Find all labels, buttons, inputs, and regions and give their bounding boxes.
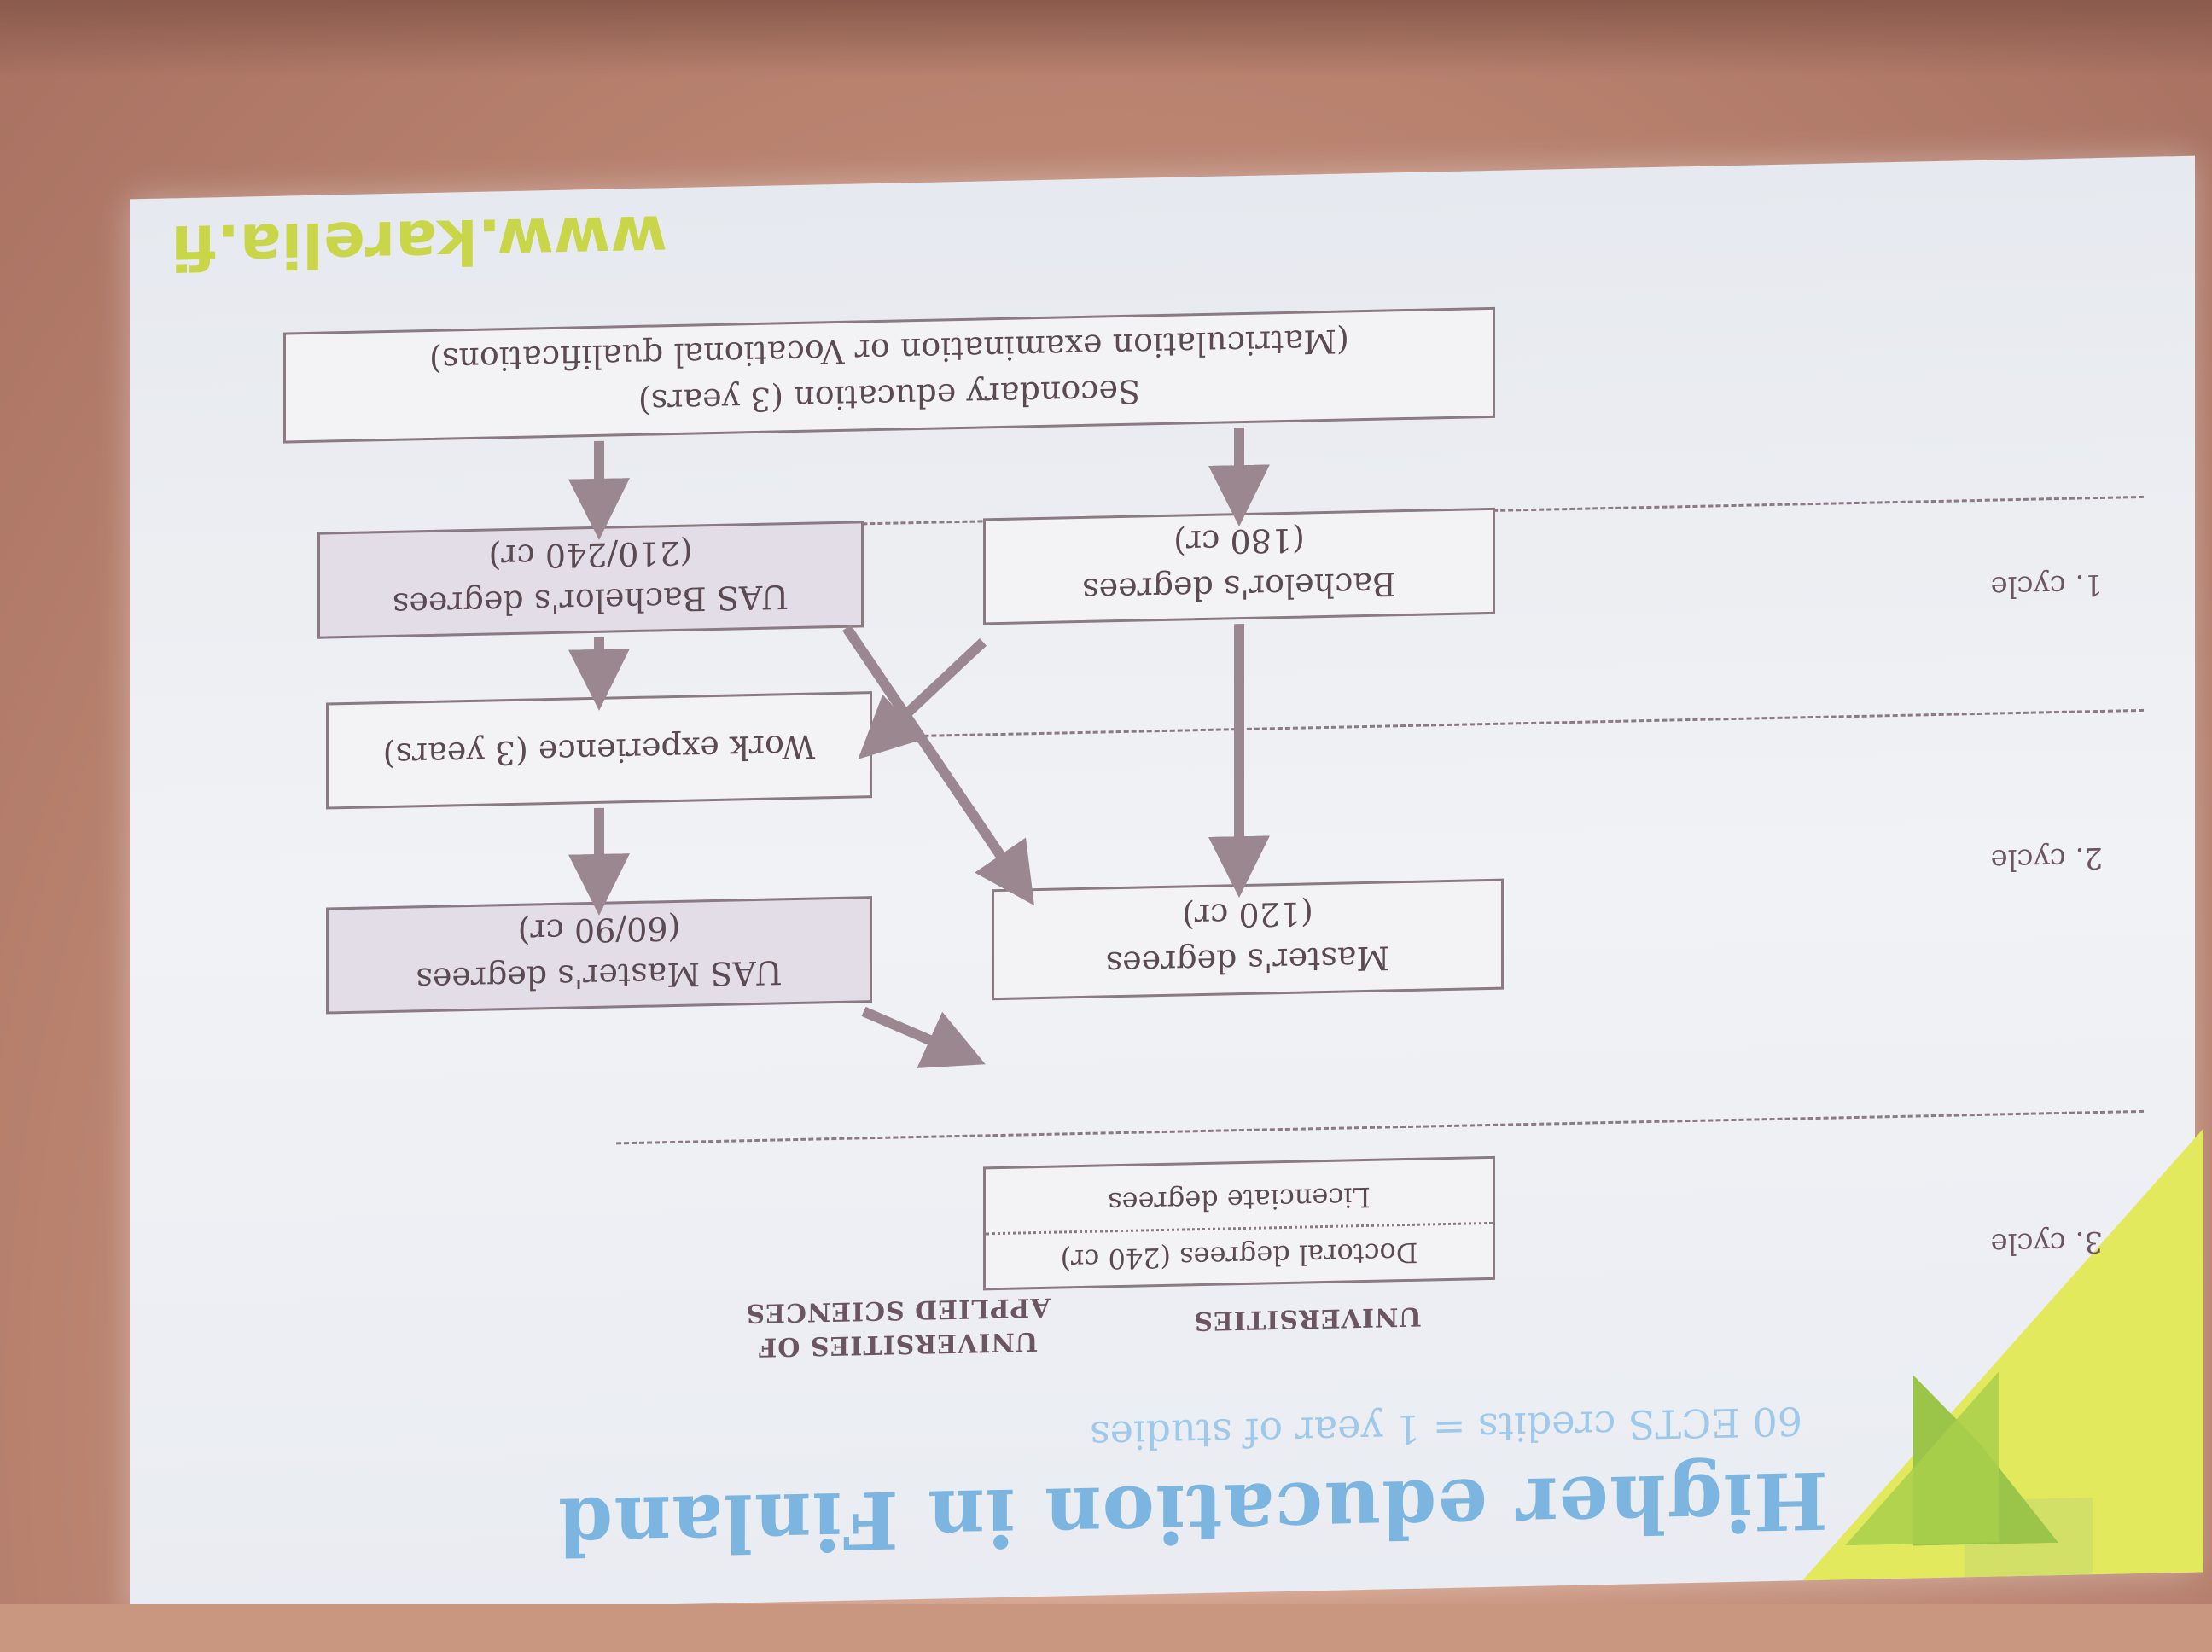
projected-slide: Higher education in Finland 60 ECTS cred… [130, 155, 2195, 1616]
floor-edge [0, 1604, 2212, 1652]
arrow-uas-bachelors-to-masters [842, 625, 1034, 906]
flow-arrows [568, 427, 1270, 1068]
arrow-uas-masters-to-doctoral [861, 1006, 986, 1068]
ceiling-shadow [0, 0, 2212, 77]
website-url: www.karelia.fi [171, 201, 667, 284]
arrow-bachelors-to-uas-masters [858, 638, 987, 759]
